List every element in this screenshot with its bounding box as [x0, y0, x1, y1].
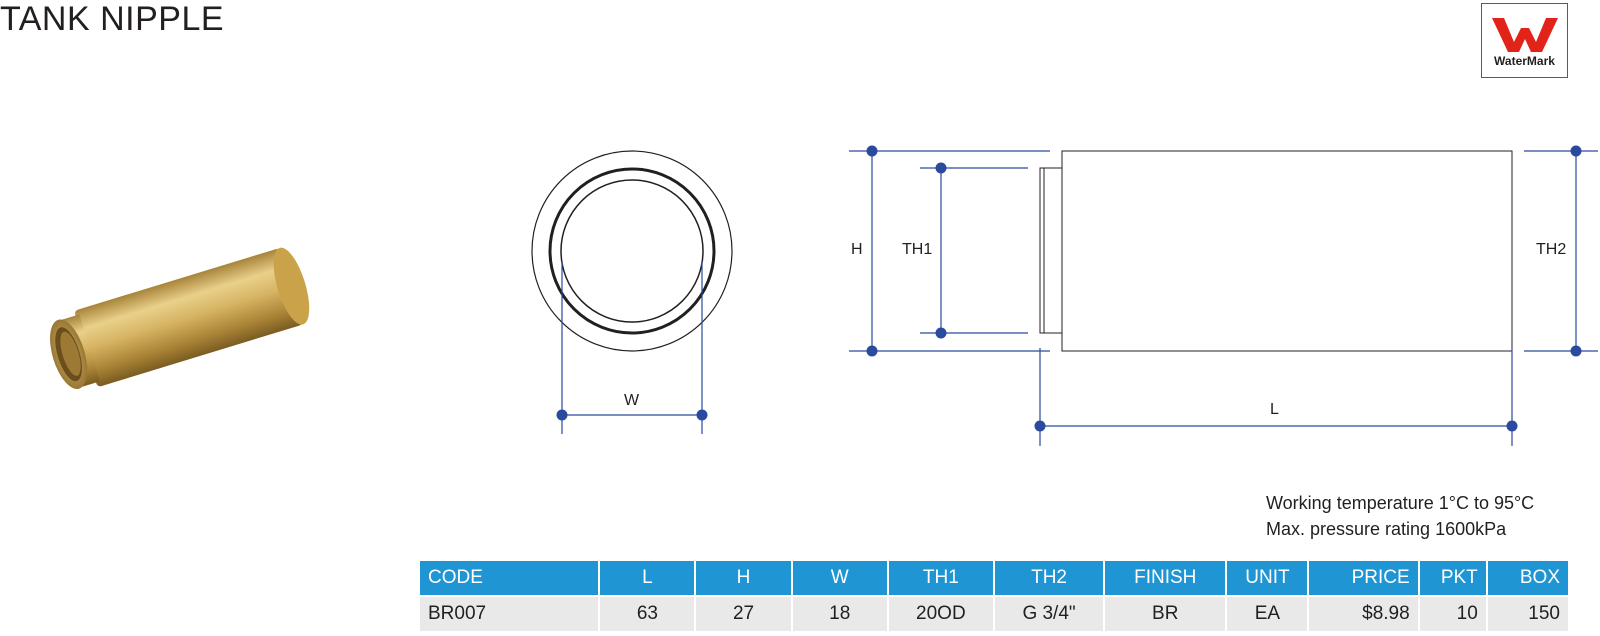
header-box: BOX [1487, 561, 1568, 595]
th2-label: TH2 [1536, 241, 1567, 258]
header-pkt: PKT [1419, 561, 1486, 595]
header-code: CODE [420, 561, 599, 595]
h-dimension [849, 145, 1050, 357]
watermark-logo: WaterMark [1481, 3, 1568, 78]
pressure-rating-note: Max. pressure rating 1600kPa [1266, 519, 1507, 539]
header-th2: TH2 [994, 561, 1104, 595]
cell-th1: 20OD [888, 595, 993, 631]
specification-notes: Working temperature 1°C to 95°C Max. pre… [1266, 490, 1534, 542]
header-unit: UNIT [1227, 561, 1308, 595]
cell-l: 63 [600, 595, 695, 631]
cell-box: 150 [1487, 595, 1568, 631]
header-w: W [792, 561, 887, 595]
th2-dimension [1524, 145, 1598, 357]
header-finish: FINISH [1105, 561, 1226, 595]
th1-label: TH1 [902, 241, 933, 258]
cell-finish: BR [1105, 595, 1226, 631]
th1-dimension [920, 162, 1028, 339]
cell-th2: G 3/4" [994, 595, 1104, 631]
w-dimension [556, 262, 708, 434]
cell-h: 27 [696, 595, 791, 631]
cell-price: $8.98 [1309, 595, 1418, 631]
header-th1: TH1 [888, 561, 993, 595]
side-view [1039, 150, 1513, 352]
end-view [531, 150, 733, 352]
table-header-row: CODE L H W TH1 TH2 FINISH UNIT PRICE PKT… [420, 561, 1568, 595]
tank-nipple-product-image [50, 247, 310, 390]
header-h: H [696, 561, 791, 595]
table-row: BR007 63 27 18 20OD G 3/4" BR EA $8.98 1… [420, 595, 1568, 631]
header-price: PRICE [1309, 561, 1418, 595]
cell-unit: EA [1227, 595, 1308, 631]
header-l: L [600, 561, 695, 595]
logo-text: WaterMark [1494, 54, 1555, 68]
l-label: L [1270, 401, 1279, 418]
h-label: H [851, 241, 863, 258]
product-spec-table: CODE L H W TH1 TH2 FINISH UNIT PRICE PKT… [418, 561, 1570, 631]
cell-pkt: 10 [1419, 595, 1486, 631]
page-title: TANK NIPPLE [0, 0, 225, 38]
cell-w: 18 [792, 595, 887, 631]
cell-code: BR007 [420, 595, 599, 631]
working-temperature-note: Working temperature 1°C to 95°C [1266, 493, 1535, 513]
watermark-logo-icon [1492, 18, 1558, 52]
w-label: W [624, 392, 640, 409]
l-dimension [1034, 348, 1518, 446]
